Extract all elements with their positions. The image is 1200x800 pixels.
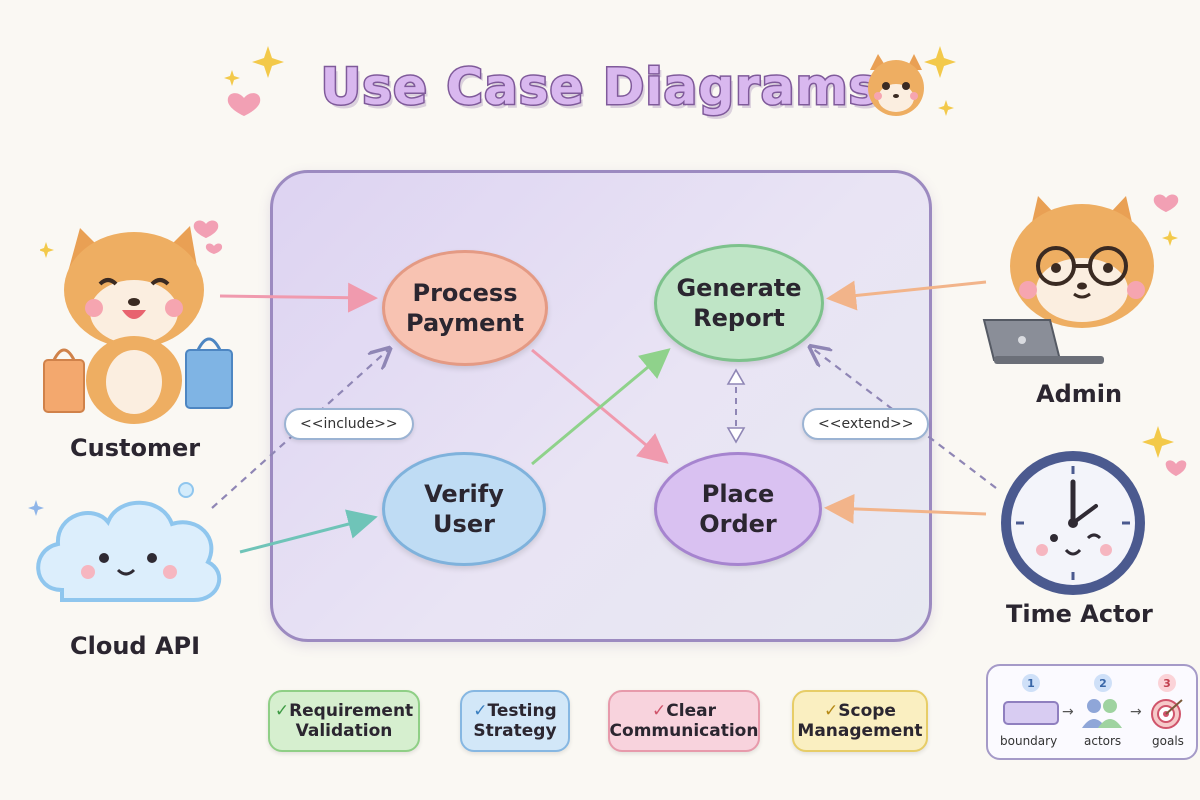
legend-number: 1: [1022, 674, 1040, 692]
legend-label-goals: goals: [1152, 734, 1184, 748]
use-case-label-line: Process: [412, 279, 518, 307]
use-case-label-line: Report: [693, 304, 785, 332]
legend-label-boundary: boundary: [1000, 734, 1058, 748]
benefit-badge-line: ✓Scope: [824, 701, 896, 721]
actor-label-customer: Customer: [70, 434, 201, 462]
boundary-rect-icon: [1003, 701, 1059, 725]
people-icon: [1082, 699, 1122, 728]
legend-arrow-icon: →: [1130, 704, 1142, 720]
include-stereotype-label: <<include>>: [284, 408, 414, 440]
benefit-text: Validation: [295, 721, 393, 741]
use-case-generate-report[interactable]: Generate Report: [654, 244, 824, 362]
benefit-badge-scope-management: ✓Scope Management: [792, 690, 928, 752]
benefit-badge-line: ✓Testing: [473, 701, 556, 721]
benefit-text: Scope: [838, 700, 896, 721]
benefit-badge-requirement-validation: ✓Requirement Validation: [268, 690, 420, 752]
sparkle-icon: [224, 70, 240, 86]
benefit-badge-testing-strategy: ✓Testing Strategy: [460, 690, 570, 752]
use-case-label-line: Verify: [424, 480, 504, 508]
admin-shiba-icon: [982, 194, 1179, 364]
diagram-title: Use Case Diagrams: [319, 57, 880, 118]
actor-label-time-actor: Time Actor: [1006, 600, 1153, 628]
checkmark-icon: ✓: [824, 700, 839, 721]
benefit-badge-line: ✓Clear: [652, 701, 716, 721]
legend-number: 3: [1158, 674, 1176, 692]
sparkle-icon: [938, 100, 954, 116]
heart-icon: [227, 93, 261, 116]
legend-box: 1 2 3 → → boundary actors goals: [986, 664, 1198, 760]
benefit-text: Testing: [487, 700, 557, 721]
benefit-text: Clear: [666, 700, 716, 721]
benefit-text: Communication: [609, 721, 759, 741]
benefit-text: Management: [797, 721, 923, 741]
heart-icon: [1165, 460, 1187, 476]
benefit-text: Requirement: [289, 700, 414, 721]
cloud-api-icon: [28, 482, 222, 602]
use-case-label-line: Place: [701, 480, 775, 508]
benefit-badge-clear-communication: ✓Clear Communication: [608, 690, 760, 752]
use-case-verify-user[interactable]: Verify User: [382, 452, 546, 566]
benefit-badge-line: ✓Requirement: [275, 701, 413, 721]
use-case-label-line: Payment: [406, 309, 524, 337]
use-case-label-line: Generate: [676, 274, 802, 302]
actor-label-admin: Admin: [1036, 380, 1123, 408]
time-actor-clock-icon: [1001, 451, 1145, 595]
legend-number: 2: [1094, 674, 1112, 692]
legend-arrow-icon: →: [1062, 704, 1074, 720]
sparkle-icon: [252, 46, 284, 78]
benefit-text: Strategy: [473, 721, 557, 741]
title-decorations: [224, 46, 956, 116]
customer-shiba-icon: [40, 220, 233, 424]
sparkle-icon: [924, 46, 956, 78]
use-case-label-line: Order: [699, 510, 777, 538]
use-case-process-payment[interactable]: Process Payment: [382, 250, 548, 366]
use-case-place-order[interactable]: Place Order: [654, 452, 822, 566]
system-boundary: [270, 170, 932, 642]
sparkle-icon: [1142, 426, 1174, 458]
legend-label-actors: actors: [1084, 734, 1122, 748]
shiba-face-icon: [868, 54, 924, 116]
checkmark-icon: ✓: [274, 700, 290, 721]
target-icon: [1151, 699, 1183, 729]
extend-stereotype-label: <<extend>>: [802, 408, 930, 440]
checkmark-icon: ✓: [473, 700, 488, 721]
clock-decorations: [1142, 426, 1187, 476]
use-case-label-line: User: [433, 510, 495, 538]
actor-label-cloud-api: Cloud API: [70, 632, 201, 660]
checkmark-icon: ✓: [652, 700, 667, 721]
